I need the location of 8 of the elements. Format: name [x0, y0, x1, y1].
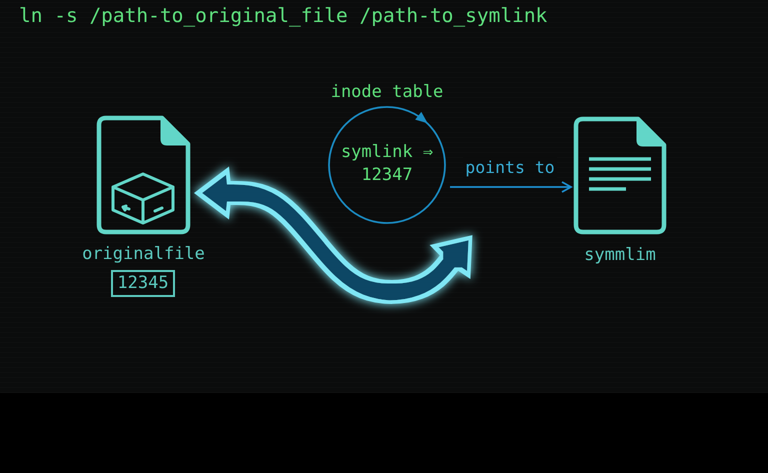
- edge-label: points to: [463, 157, 557, 179]
- circle-heading: inode table: [330, 81, 444, 103]
- command-title: ln -s /path-to_original_file /path-to_symlink: [19, 3, 548, 29]
- file-name: symmlim: [583, 244, 657, 266]
- symlink-entry: symlink ⇒ 12347: [340, 140, 434, 186]
- arrow: [450, 181, 572, 193]
- inode-number: 12345: [111, 270, 175, 297]
- file-name: originalfile: [81, 243, 206, 265]
